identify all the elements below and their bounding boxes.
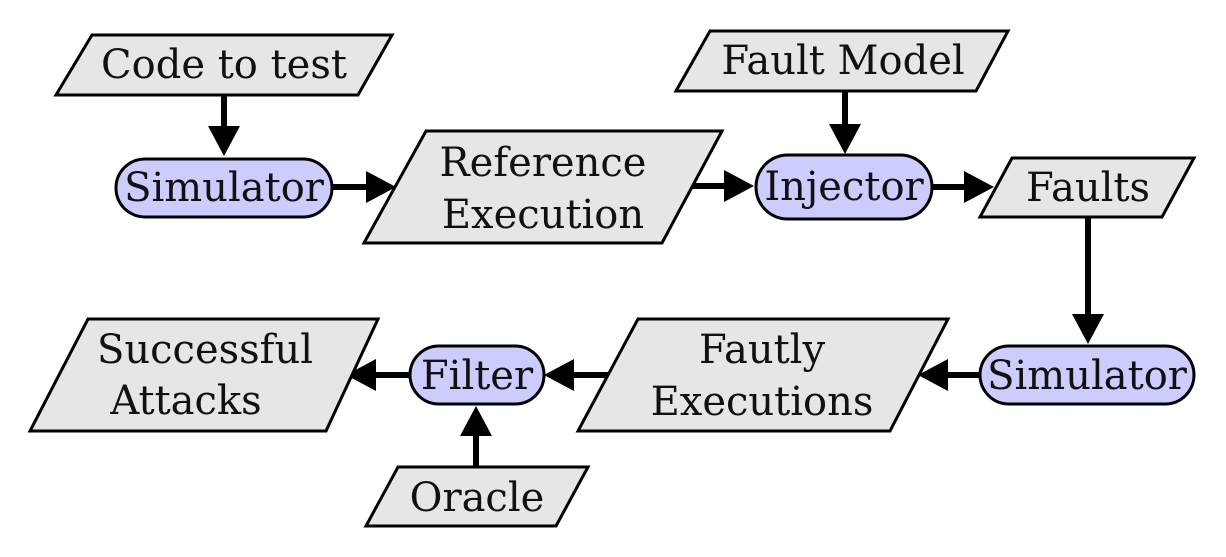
edge-filter-to-attacks — [346, 359, 410, 391]
node-simulator-2: Simulator — [978, 344, 1196, 406]
simulator-2-shape — [978, 344, 1196, 406]
node-faults: Faults — [977, 156, 1197, 219]
code-to-test-label: Code to test — [101, 42, 347, 88]
successful-attacks-label-line2: Attacks — [109, 378, 261, 424]
edge-faultmodel-to-injector — [829, 91, 861, 154]
edge-faulty-to-filter — [544, 359, 608, 391]
simulator-1-shape — [114, 157, 334, 219]
node-filter: Filter — [408, 344, 546, 406]
oracle-label: Oracle — [410, 475, 545, 521]
faults-label: Faults — [1026, 165, 1150, 211]
node-faulty-executions: Fautly Executions — [575, 317, 951, 433]
reference-execution-label-line1: Reference — [440, 140, 647, 186]
injector-shape — [754, 153, 934, 221]
node-fault-model: Fault Model — [673, 29, 1011, 93]
successful-attacks-label-line1: Successful — [97, 327, 313, 373]
simulator-1-label: Simulator — [124, 165, 325, 211]
reference-execution-shape — [361, 129, 725, 245]
edges — [208, 91, 1104, 466]
edge-faults-to-simulator — [1072, 217, 1104, 344]
node-oracle: Oracle — [363, 465, 591, 528]
fault-model-label: Fault Model — [721, 38, 964, 84]
edge-oracle-to-filter — [460, 406, 492, 466]
edge-reference-to-injector — [690, 170, 754, 202]
node-successful-attacks: Successful Attacks — [27, 317, 381, 433]
fault-model-shape — [673, 29, 1011, 93]
faulty-executions-label-line1: Fautly — [699, 327, 826, 373]
faulty-executions-label-line2: Executions — [651, 379, 874, 425]
node-reference-execution: Reference Execution — [361, 129, 725, 245]
edge-code-to-simulator — [208, 95, 240, 156]
injector-label: Injector — [764, 164, 924, 210]
oracle-shape — [363, 465, 591, 528]
edge-injector-to-faults — [932, 171, 994, 203]
faults-shape — [977, 156, 1197, 219]
edge-simulator-to-faulty — [918, 359, 980, 391]
reference-execution-label-line2: Execution — [442, 192, 644, 238]
edge-simulator-to-reference — [332, 171, 396, 203]
simulator-2-label: Simulator — [987, 353, 1188, 399]
faulty-executions-shape — [575, 317, 951, 433]
filter-shape — [408, 344, 546, 406]
node-injector: Injector — [754, 153, 934, 221]
node-code-to-test: Code to test — [53, 33, 395, 97]
node-simulator-1: Simulator — [114, 157, 334, 219]
code-to-test-shape — [53, 33, 395, 97]
successful-attacks-shape — [27, 317, 381, 433]
filter-label: Filter — [421, 353, 534, 399]
